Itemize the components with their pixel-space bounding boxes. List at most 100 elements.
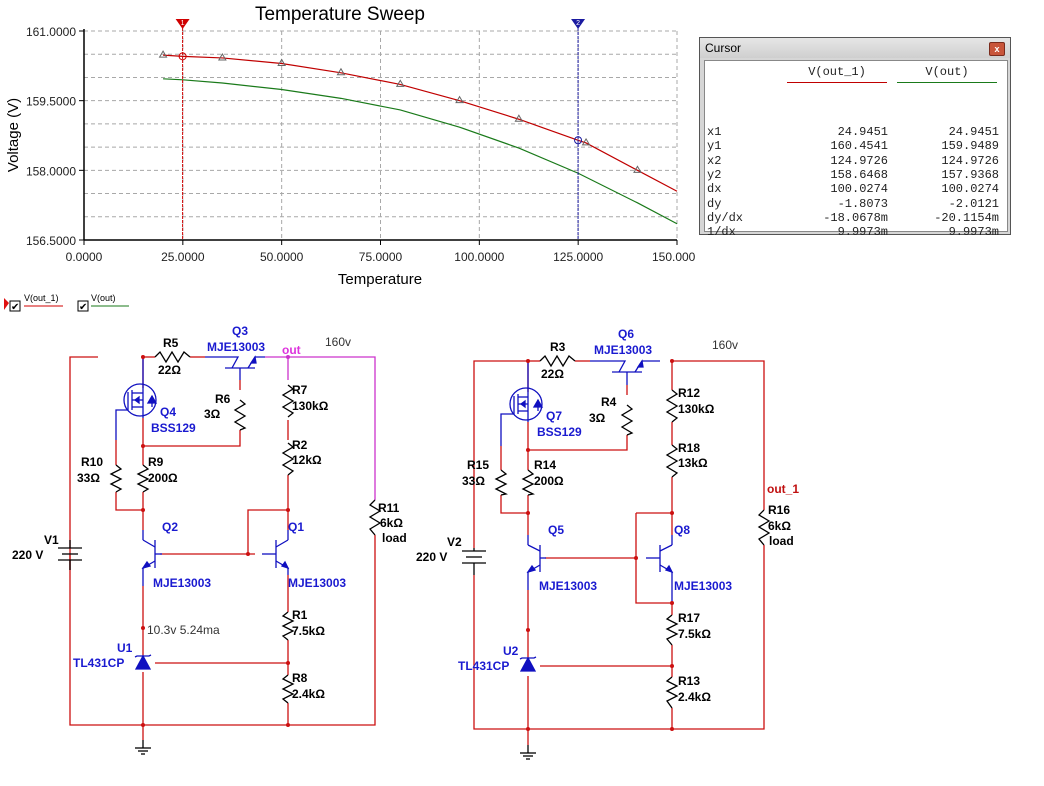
series-group xyxy=(158,50,678,225)
cursor-2-handle[interactable] xyxy=(571,19,586,29)
r13-name: R13 xyxy=(678,674,700,688)
x-tick-label: 150.0000 xyxy=(652,250,695,264)
r14-name: R14 xyxy=(534,458,556,472)
cursor-2-label: 2 xyxy=(576,20,580,27)
cursor-cell-v1: 24.9451 xyxy=(837,125,888,139)
data-point-marker xyxy=(633,165,642,173)
axes xyxy=(79,29,678,245)
r11-name: R11 xyxy=(378,501,400,515)
r9-name: R9 xyxy=(148,455,164,469)
r11-value: 6kΩ xyxy=(380,516,403,530)
resistor-r2 xyxy=(281,442,295,476)
cursor-cell-v2: 157.9368 xyxy=(941,167,999,182)
cursor-window-title: Cursor xyxy=(700,38,1010,58)
y-tick-label: 156.5000 xyxy=(26,234,76,248)
x-tick-label: 50.0000 xyxy=(260,250,304,264)
u1-part: TL431CP xyxy=(73,656,124,670)
v1-value: 220 V xyxy=(12,548,43,562)
r12-value: 130kΩ xyxy=(678,402,715,416)
cursor-1-intersection xyxy=(178,52,187,61)
x-tick-label: 75.0000 xyxy=(359,250,403,264)
legend-check-mark-1: ✔ xyxy=(11,302,19,313)
resistor-r12 xyxy=(665,389,679,423)
cursor-cell-v2: 9.9973m xyxy=(948,225,999,240)
cursor-cell-v2: 124.9726 xyxy=(941,153,999,168)
close-icon[interactable]: x xyxy=(989,42,1005,56)
right-circuit xyxy=(462,354,771,760)
probe-note: 10.3v 5.24ma xyxy=(147,623,220,637)
r4-name: R4 xyxy=(601,395,617,409)
cursor-2-intersection xyxy=(574,136,583,145)
x-axis-label: Temperature xyxy=(338,271,422,288)
cursor-cell-label: x1 xyxy=(707,125,722,139)
x-tick-label: 100.0000 xyxy=(454,250,504,264)
grid-lines xyxy=(84,30,678,240)
column-color-line-v-out-1 xyxy=(787,82,887,83)
right-junctions xyxy=(526,359,674,731)
q7-name: Q7 xyxy=(546,409,562,423)
u1-name: U1 xyxy=(117,641,133,655)
cursor-cell-v2: 159.9489 xyxy=(941,139,999,154)
v2-value: 220 V xyxy=(416,550,447,564)
q8-part: MJE13003 xyxy=(674,579,732,593)
r9-value: 200Ω xyxy=(148,471,178,485)
cursor-row-dy: dy-1.8073-2.0121 xyxy=(707,197,1003,211)
v2-name: V2 xyxy=(447,535,462,549)
column-color-line-v-out xyxy=(897,82,997,83)
r18-name: R18 xyxy=(678,441,700,455)
q7-part: BSS129 xyxy=(537,425,582,439)
data-point-marker xyxy=(514,114,524,122)
cursor-row-1-per-dx: 1/dx 9.9973m 9.9973m xyxy=(707,225,1003,239)
temperature-sweep-chart: Temperature Sweep Voltage (V) Temperatur… xyxy=(4,4,695,313)
q1-name: Q1 xyxy=(288,520,304,534)
r3-value: 22Ω xyxy=(541,367,564,381)
r10-value: 33Ω xyxy=(77,471,100,485)
r7-name: R7 xyxy=(292,383,308,397)
cursor-cell-v2: 24.9451 xyxy=(948,125,999,139)
resistor-r9 xyxy=(136,464,150,493)
legend-label-v-out-1: V(out_1) xyxy=(24,293,59,303)
r11-note: load xyxy=(382,531,407,545)
cursor-cell-label: y2 xyxy=(707,167,722,182)
cursor-cell-v1: 9.9973m xyxy=(837,225,888,240)
resistor-r10 xyxy=(109,464,123,493)
q3-name: Q3 xyxy=(232,324,248,338)
r16-value: 6kΩ xyxy=(768,519,791,533)
cursor-cell-v2: -2.0121 xyxy=(948,196,999,211)
cursor-cell-label: 1/dx xyxy=(707,225,736,240)
y-tick-label: 161.0000 xyxy=(26,25,76,39)
data-point-marker xyxy=(277,58,287,67)
cursor-cell-label: x2 xyxy=(707,153,722,168)
left-circuit xyxy=(58,350,382,755)
r12-name: R12 xyxy=(678,386,700,400)
v1-name: V1 xyxy=(44,533,59,547)
r17-value: 7.5kΩ xyxy=(678,627,711,641)
legend-checkbox-v-out[interactable] xyxy=(77,300,89,312)
right-component-leads xyxy=(500,359,674,672)
resistor-r6 xyxy=(233,399,247,431)
cursor-1-handle[interactable] xyxy=(175,19,190,29)
r5-value: 22Ω xyxy=(158,363,181,377)
r16-name: R16 xyxy=(768,503,790,517)
q4-name: Q4 xyxy=(160,405,176,419)
resistor-r15 xyxy=(494,469,508,496)
left-labels: R5 22Ω Q3 MJE13003 out 160v Q4 BSS129 R6… xyxy=(12,324,407,701)
x-tick-label: 25.0000 xyxy=(161,250,205,264)
r5-name: R5 xyxy=(163,336,179,350)
legend: ✔ V(out_1) ✔ V(out) xyxy=(4,293,129,313)
cursor-cell-label: dy xyxy=(707,196,722,211)
q6-part: MJE13003 xyxy=(594,343,652,357)
r2-value: 12kΩ xyxy=(292,453,322,467)
legend-checkbox-v-out-1[interactable] xyxy=(9,300,21,312)
data-point-marker xyxy=(158,50,168,58)
cursor-cell-v1: 124.9726 xyxy=(830,153,888,168)
resistor-r13 xyxy=(665,676,679,709)
r1-name: R1 xyxy=(292,608,308,622)
r15-name: R15 xyxy=(467,458,489,472)
